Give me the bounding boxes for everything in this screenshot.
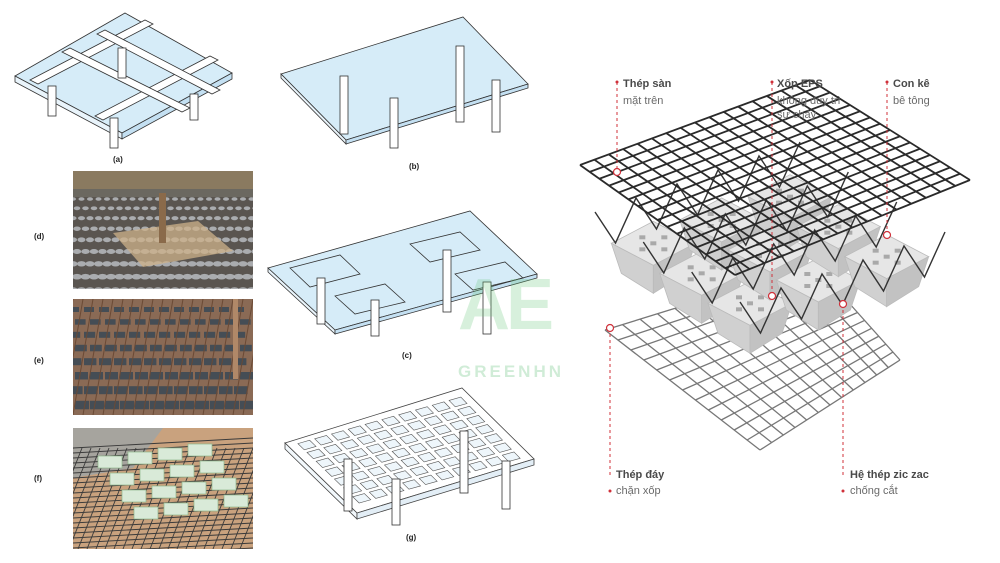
callout-eps-sub-1: không duy trì <box>777 95 841 107</box>
callout-spacer-sub: bê tông <box>893 95 930 107</box>
label-b: (b) <box>409 162 420 171</box>
watermark-logo: AE <box>458 265 554 345</box>
photo-f-site <box>73 428 253 549</box>
callout-spacer-title: Con kê <box>893 78 930 90</box>
label-g: (g) <box>406 533 417 542</box>
diagram-a-beam-slab <box>14 12 233 149</box>
callout-dot-eps <box>767 291 777 301</box>
callout-eps-title: Xốp EPS <box>777 78 823 90</box>
label-c: (c) <box>402 351 412 360</box>
label-f: (f) <box>34 474 42 483</box>
callout-zigzag-sub: chống cắt <box>850 485 898 497</box>
callout-dot-spacer <box>882 230 892 240</box>
label-e: (e) <box>34 356 44 365</box>
diagram-g-void-slab <box>284 387 535 526</box>
callout-eps-sub-2: sự cháy <box>777 109 817 121</box>
top-steel-mesh <box>579 79 971 276</box>
callout-zigzag-title: Hệ thép zic zac <box>850 469 929 481</box>
exploded-void-slab-diagram <box>579 79 971 493</box>
diagram-c-drop-panel-slab <box>267 210 538 337</box>
callout-dot-top-steel <box>612 167 622 177</box>
label-a: (a) <box>113 155 123 164</box>
diagram-b-flat-slab <box>280 16 529 149</box>
callout-bottom-steel-sub: chặn xốp <box>616 485 661 497</box>
callout-top-steel-sub: mặt trên <box>623 95 664 107</box>
callout-top-steel-title: Thép sàn <box>623 78 672 90</box>
callout-dot-bottom-steel <box>605 323 615 333</box>
callout-dot-zigzag <box>838 299 848 309</box>
label-d: (d) <box>34 232 45 241</box>
photo-d-site <box>73 171 253 289</box>
callout-bottom-steel-title: Thép đáy <box>616 469 665 481</box>
photo-e-site <box>73 299 253 415</box>
watermark-text: GREENHN <box>458 362 565 381</box>
